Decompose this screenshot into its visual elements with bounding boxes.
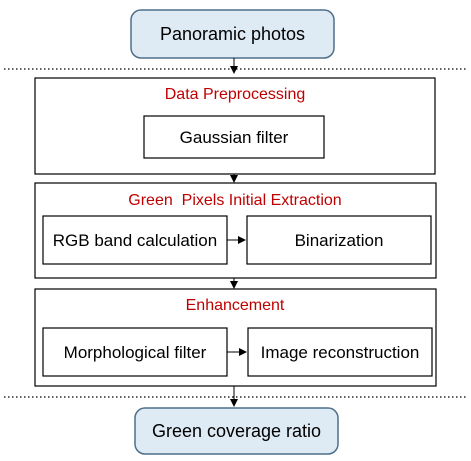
- start-node-label: Panoramic photos: [160, 24, 305, 44]
- gaussian-filter-label: Gaussian filter: [180, 128, 289, 147]
- morphological-filter-box: [42, 327, 228, 377]
- image-reconstruction-box: [247, 327, 433, 377]
- stage-enhancement-box: [34, 288, 437, 387]
- rgb-band-calculation-box: [42, 215, 228, 265]
- stage-green-pixels-extraction-title: Green Pixels Initial Extraction: [128, 192, 341, 209]
- start-node-box: [130, 9, 335, 59]
- binarization-box: [246, 215, 432, 265]
- stage-data-preprocessing: Data Preprocessing Gaussian filter: [34, 77, 436, 175]
- stage-data-preprocessing-title: Data Preprocessing: [165, 86, 306, 103]
- stage-enhancement: Enhancement Morphological filter Image r…: [34, 288, 437, 387]
- stage-green-pixels-extraction: Green Pixels Initial Extraction RGB band…: [34, 182, 437, 279]
- stage-enhancement-title: Enhancement: [186, 297, 285, 314]
- start-node: Panoramic photos: [130, 9, 335, 59]
- rgb-band-calculation-label: RGB band calculation: [53, 231, 217, 250]
- stage-green-pixels-extraction-box: [34, 182, 437, 279]
- stage-data-preprocessing-box: [34, 77, 436, 175]
- end-node: Green coverage ratio: [134, 407, 339, 455]
- end-node-label: Green coverage ratio: [152, 421, 321, 441]
- image-reconstruction-label: Image reconstruction: [261, 343, 420, 362]
- gaussian-filter-box: [143, 115, 325, 159]
- end-node-box: [134, 407, 339, 455]
- binarization-label: Binarization: [295, 231, 384, 250]
- morphological-filter-label: Morphological filter: [64, 343, 207, 362]
